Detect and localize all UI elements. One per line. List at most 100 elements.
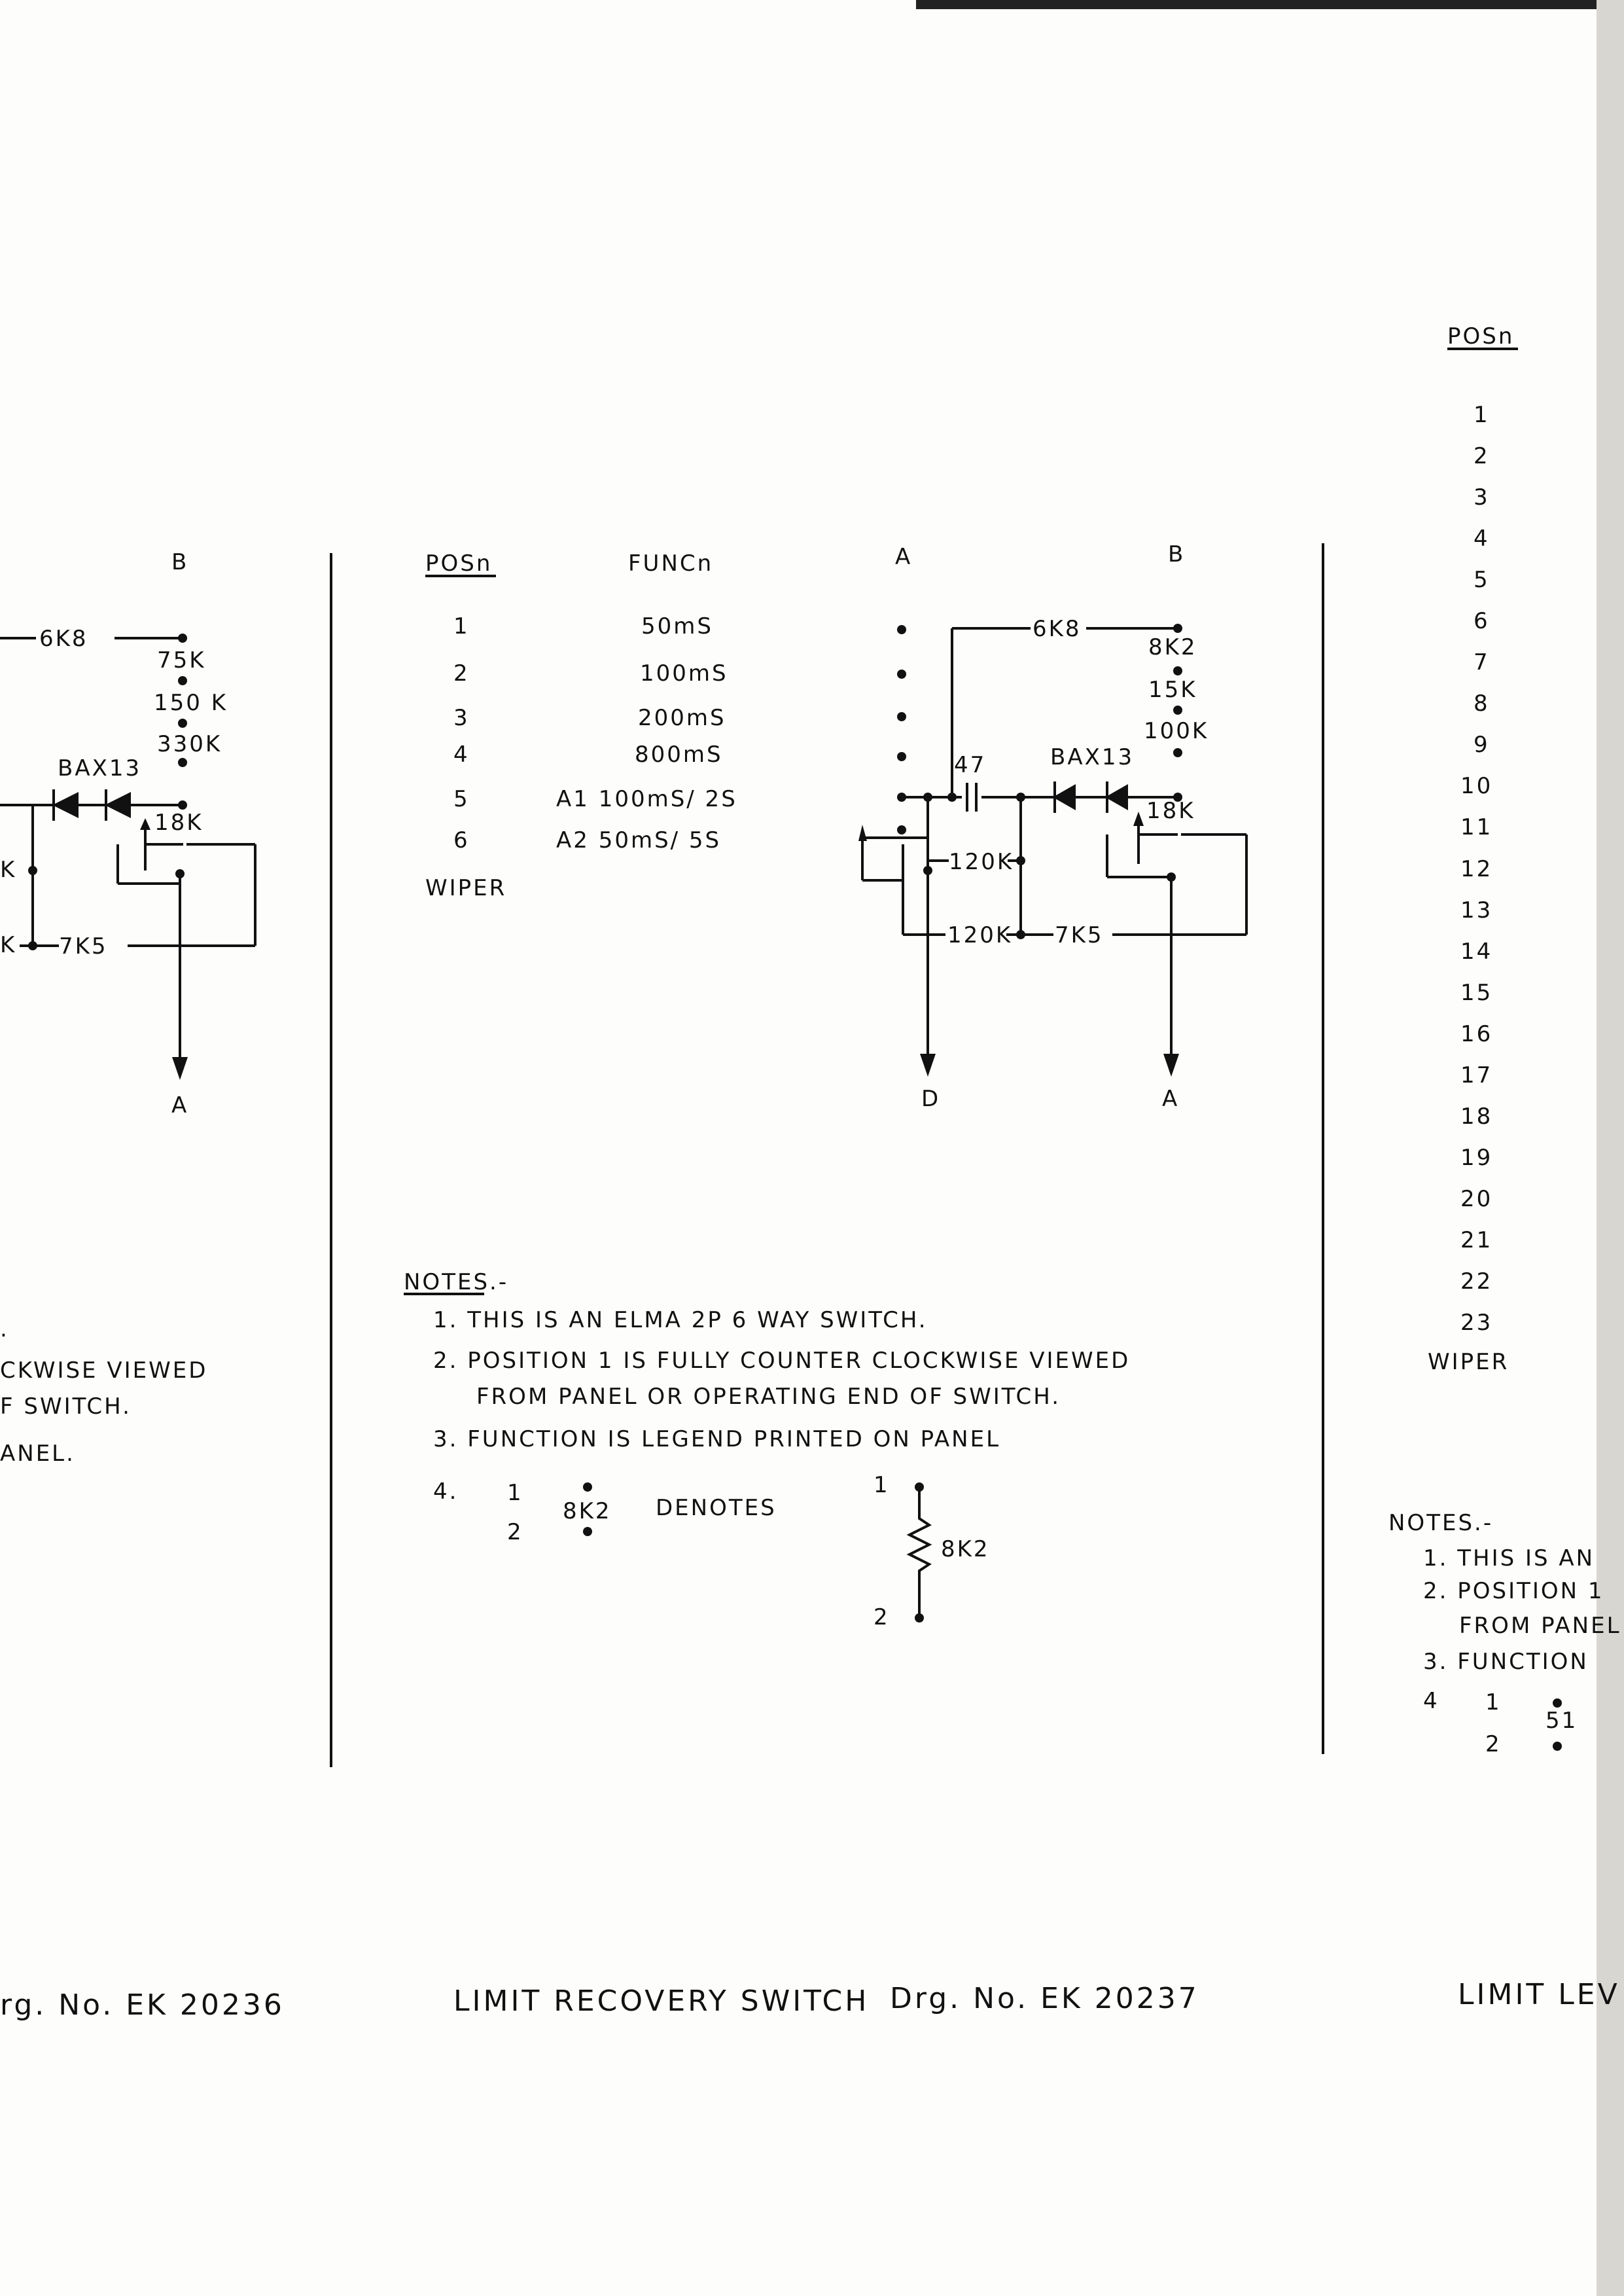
- left-note-frag-0: .: [0, 1316, 9, 1342]
- mid-r-7k5: 7K5: [1055, 922, 1104, 948]
- right-position-item: 2: [1474, 443, 1490, 469]
- right-position-item: 4: [1474, 526, 1490, 552]
- resistor-symbol: [906, 1487, 932, 1618]
- row-pos: 1: [453, 613, 470, 639]
- right-position-item: 23: [1460, 1310, 1492, 1336]
- note-4-p1: 1: [507, 1480, 523, 1506]
- right-position-item: 6: [1474, 608, 1490, 634]
- left-r-k-lower: K: [0, 932, 16, 958]
- left-note-frag-1: CKWISE VIEWED: [0, 1357, 207, 1384]
- table-wiper: WIPER: [425, 875, 506, 901]
- right-header-pos: POSn: [1447, 323, 1514, 350]
- notes-heading: NOTES.-: [404, 1269, 508, 1295]
- left-r-6k8: 6K8: [39, 626, 88, 652]
- table-row: 1 50mS: [453, 613, 713, 639]
- footer-drg: Drg. No. EK 20237: [890, 1982, 1199, 2015]
- mid-r-18k: 18K: [1146, 798, 1195, 824]
- right-position-item: 16: [1460, 1021, 1492, 1047]
- right-notes-heading: NOTES.-: [1388, 1510, 1493, 1536]
- table-header-func: FUNCn: [628, 550, 713, 577]
- left-note-frag-3: ANEL.: [0, 1441, 75, 1467]
- note-4-r1: 1: [874, 1472, 890, 1498]
- contact-a6: [897, 825, 906, 834]
- right-note-4-val: 51: [1545, 1708, 1578, 1734]
- left-r-7k5: 7K5: [59, 933, 108, 960]
- right-position-item: 1: [1474, 402, 1490, 428]
- table-row: 4 800mS: [453, 742, 723, 768]
- mid-out-a: A: [1162, 1086, 1179, 1112]
- right-note-4-p1: 1: [1485, 1689, 1502, 1715]
- mid-cap-47: 47: [954, 752, 986, 778]
- left-r-18k: 18K: [154, 810, 203, 836]
- note-4-example: 4. 1 2 8K2 DENOTES 1 8K2 2: [433, 1472, 990, 1630]
- left-terminal-b: B: [171, 549, 188, 575]
- note-4-rval: 8K2: [941, 1536, 990, 1562]
- row-pos: 6: [453, 827, 470, 853]
- right-position-item: 17: [1460, 1062, 1492, 1088]
- left-r-150k: 150 K: [154, 690, 228, 716]
- right-note-frag-0: 1. THIS IS AN: [1423, 1545, 1595, 1571]
- table-row: 3 200mS: [453, 705, 724, 731]
- scan-right-edge: [1597, 0, 1624, 2296]
- footer-title: LIMIT RECOVERY SWITCH: [453, 1984, 869, 2018]
- table-row: 6 A2 50mS/ 5S: [453, 827, 721, 853]
- right-position-item: 11: [1460, 814, 1492, 840]
- right-position-item: 9: [1474, 732, 1490, 758]
- mid-out-d: D: [921, 1086, 940, 1112]
- contact-a3: [897, 712, 906, 721]
- left-diode-label: BAX13: [58, 755, 141, 781]
- contact-a1: [897, 625, 906, 634]
- right-note-frag-1: 2. POSITION 1: [1423, 1578, 1604, 1604]
- row-func: 100mS: [640, 660, 728, 687]
- right-wiper: WIPER: [1428, 1349, 1509, 1375]
- right-position-item: 19: [1460, 1145, 1492, 1171]
- note-4-num: 4.: [433, 1479, 458, 1505]
- left-r-k-upper: K: [0, 857, 16, 883]
- left-footer-drg: rg. No. EK 20236: [0, 1988, 285, 2022]
- note-4-val: 8K2: [563, 1498, 612, 1524]
- note-3: 3. FUNCTION IS LEGEND PRINTED ON PANEL: [433, 1426, 1000, 1452]
- table-row: 2 100mS: [453, 660, 728, 687]
- row-func: A1 100mS/ 2S: [556, 786, 737, 812]
- right-position-item: 8: [1474, 691, 1490, 717]
- contact-a2: [897, 670, 906, 679]
- mid-diode-label: BAX13: [1050, 744, 1134, 770]
- row-pos: 5: [453, 786, 470, 812]
- row-pos: 4: [453, 742, 470, 768]
- mid-r-120k-a: 120K: [949, 849, 1014, 875]
- note-2-cont: FROM PANEL OR OPERATING END OF SWITCH.: [476, 1384, 1061, 1410]
- right-note-4-p2: 2: [1485, 1731, 1502, 1757]
- col-b-label: B: [1168, 541, 1185, 567]
- note-4-denotes: DENOTES: [656, 1495, 777, 1521]
- row-func: 50mS: [641, 613, 713, 639]
- right-position-item: 14: [1460, 939, 1492, 965]
- left-panel: B 6K8 75K 150 K 330K BAX13 K K 7K5 18K: [0, 549, 285, 2022]
- left-note-frag-2: F SWITCH.: [0, 1393, 132, 1420]
- mid-r-15k: 15K: [1148, 677, 1197, 703]
- right-position-item: 20: [1460, 1186, 1492, 1212]
- right-position-item: 22: [1460, 1268, 1492, 1295]
- left-r-330k: 330K: [157, 731, 222, 757]
- right-position-item: 5: [1474, 567, 1490, 593]
- right-position-item: 7: [1474, 649, 1490, 675]
- row-func: 800mS: [635, 742, 723, 768]
- right-note-4-num: 4: [1423, 1688, 1439, 1714]
- right-note-frag-2: FROM PANEL: [1459, 1613, 1621, 1639]
- mid-r-120k-b: 120K: [947, 922, 1012, 948]
- col-a-label: A: [895, 544, 912, 570]
- middle-panel: POSn FUNCn 1 50mS 2 100mS 3 200mS 4 800m…: [404, 541, 1248, 2018]
- right-panel: POSn 12345678910111213141516171819202122…: [1388, 323, 1621, 2011]
- row-pos: 3: [453, 705, 470, 731]
- right-position-item: 12: [1460, 856, 1492, 882]
- scan-top-edge: [916, 0, 1624, 9]
- left-r-75k: 75K: [157, 647, 206, 673]
- right-note-frag-3: 3. FUNCTION: [1423, 1649, 1589, 1675]
- table-header-pos: POSn: [425, 550, 492, 577]
- row-func: A2 50mS/ 5S: [556, 827, 721, 853]
- mid-r-8k2: 8K2: [1148, 634, 1197, 660]
- right-position-item: 21: [1460, 1227, 1492, 1253]
- right-position-item: 18: [1460, 1103, 1492, 1130]
- contact-a4: [897, 752, 906, 761]
- right-position-item: 3: [1474, 484, 1490, 511]
